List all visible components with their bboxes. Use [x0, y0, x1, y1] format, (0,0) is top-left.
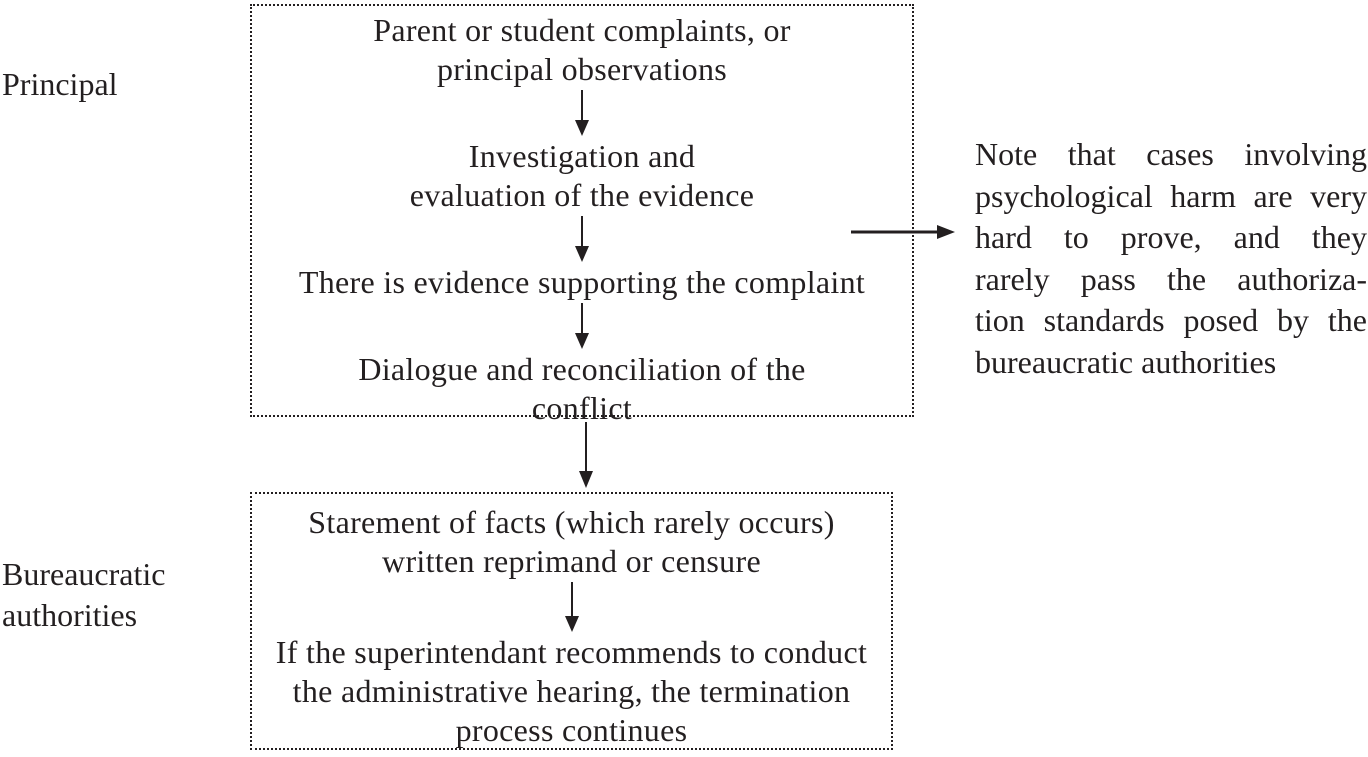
note-line: Note that cases involving — [975, 136, 1367, 172]
down-arrow-icon — [575, 303, 589, 349]
flow-step-dialogue: Dialogue and reconciliation of the confl… — [358, 351, 806, 426]
flow-step-statement: Starement of facts (which rarely occurs)… — [308, 504, 835, 579]
note-line: bureaucratic authorities — [975, 343, 1277, 380]
flow-step-evidence: There is evidence supporting the complai… — [298, 264, 866, 300]
flow-step-complaints: Parent or student complaints, or princip… — [373, 12, 791, 87]
note-line: rarely pass the authoriza- — [975, 260, 1367, 297]
note-line: hard to prove, and they — [975, 219, 1367, 255]
down-arrow-icon — [579, 422, 593, 488]
down-arrow-icon — [575, 90, 589, 136]
down-arrow-icon — [564, 582, 579, 632]
bureaucratic-authorities-label: Bureaucratic authorities — [2, 556, 166, 633]
note-line: tion standards posed by the — [975, 302, 1367, 338]
flow-step-investigation: Investigation and evaluation of the evid… — [409, 138, 755, 213]
down-arrow-icon — [575, 216, 589, 262]
principal-flow-box: Parent or student complaints, or princip… — [250, 4, 914, 426]
note-text: Note that cases involving psychological … — [975, 134, 1367, 383]
note-line: psychological harm are very — [975, 177, 1367, 214]
principal-label: Principal — [2, 66, 118, 102]
right-arrow-icon — [851, 225, 955, 239]
bureaucratic-flow-box: Starement of facts (which rarely occurs)… — [250, 492, 893, 750]
flow-step-superintendent: If the superintendant recommends to cond… — [275, 634, 868, 748]
